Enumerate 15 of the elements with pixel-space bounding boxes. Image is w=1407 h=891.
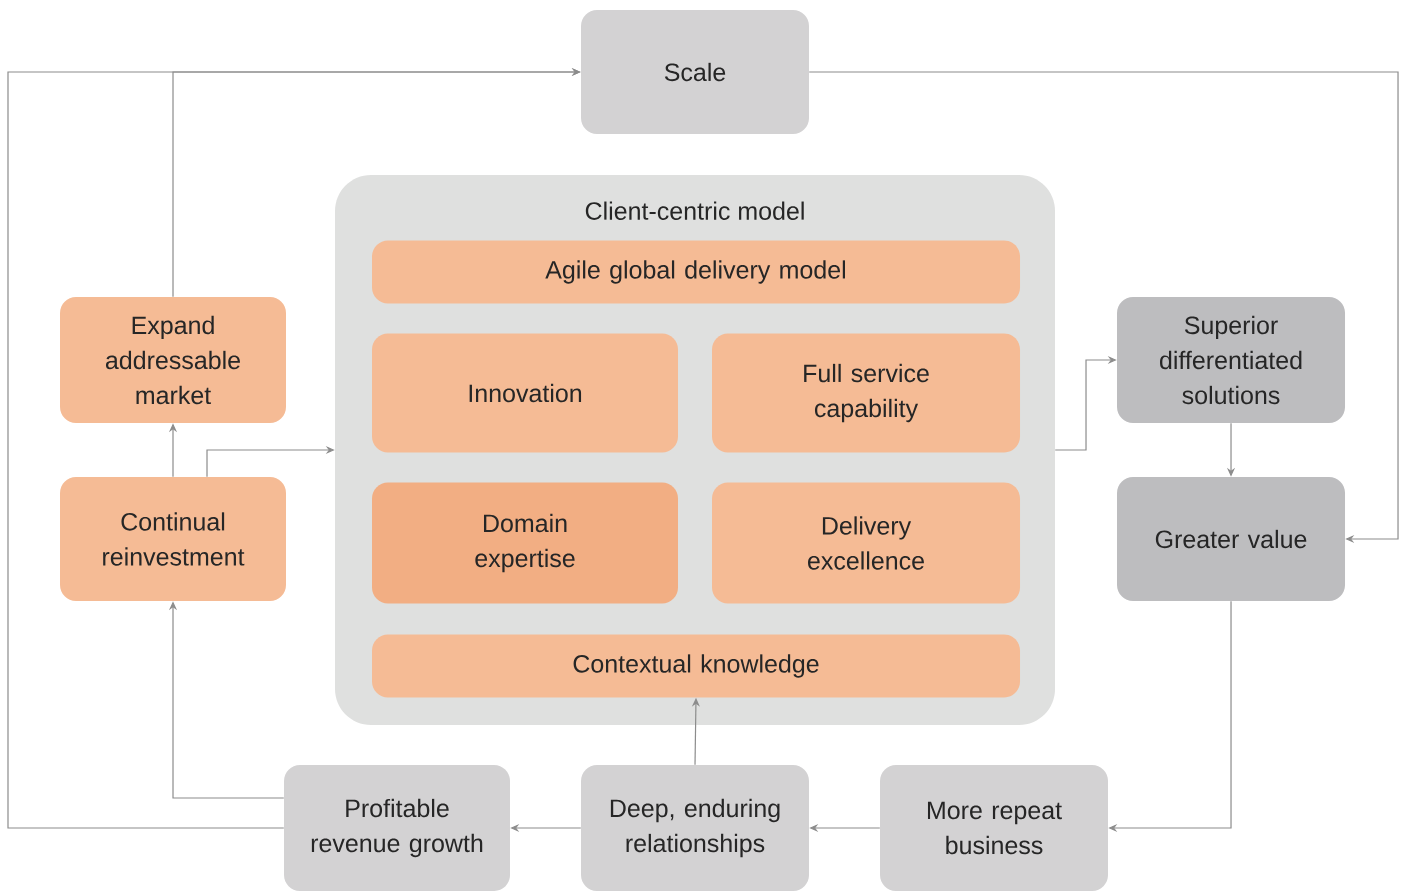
process-box: Full service capability (712, 333, 1020, 453)
process-box: Deep, enduring relationships (581, 765, 809, 891)
process-box: Continual reinvestment (60, 477, 286, 601)
process-box: Superior differentiated solutions (1117, 297, 1345, 423)
process-box: Profitable revenue growth (284, 765, 510, 891)
process-box: Delivery excellence (712, 482, 1020, 604)
arrow (808, 71, 1399, 544)
process-box: Agile global delivery model (372, 240, 1020, 304)
process-box: Greater value (1117, 477, 1345, 601)
process-box: Innovation (372, 333, 678, 453)
process-box: Contextual knowledge (372, 634, 1020, 698)
process-box: Domain expertise (372, 482, 678, 604)
process-box: Scale (581, 10, 809, 134)
process-box: More repeat business (880, 765, 1108, 891)
process-box: Expand addressable market (60, 297, 286, 423)
